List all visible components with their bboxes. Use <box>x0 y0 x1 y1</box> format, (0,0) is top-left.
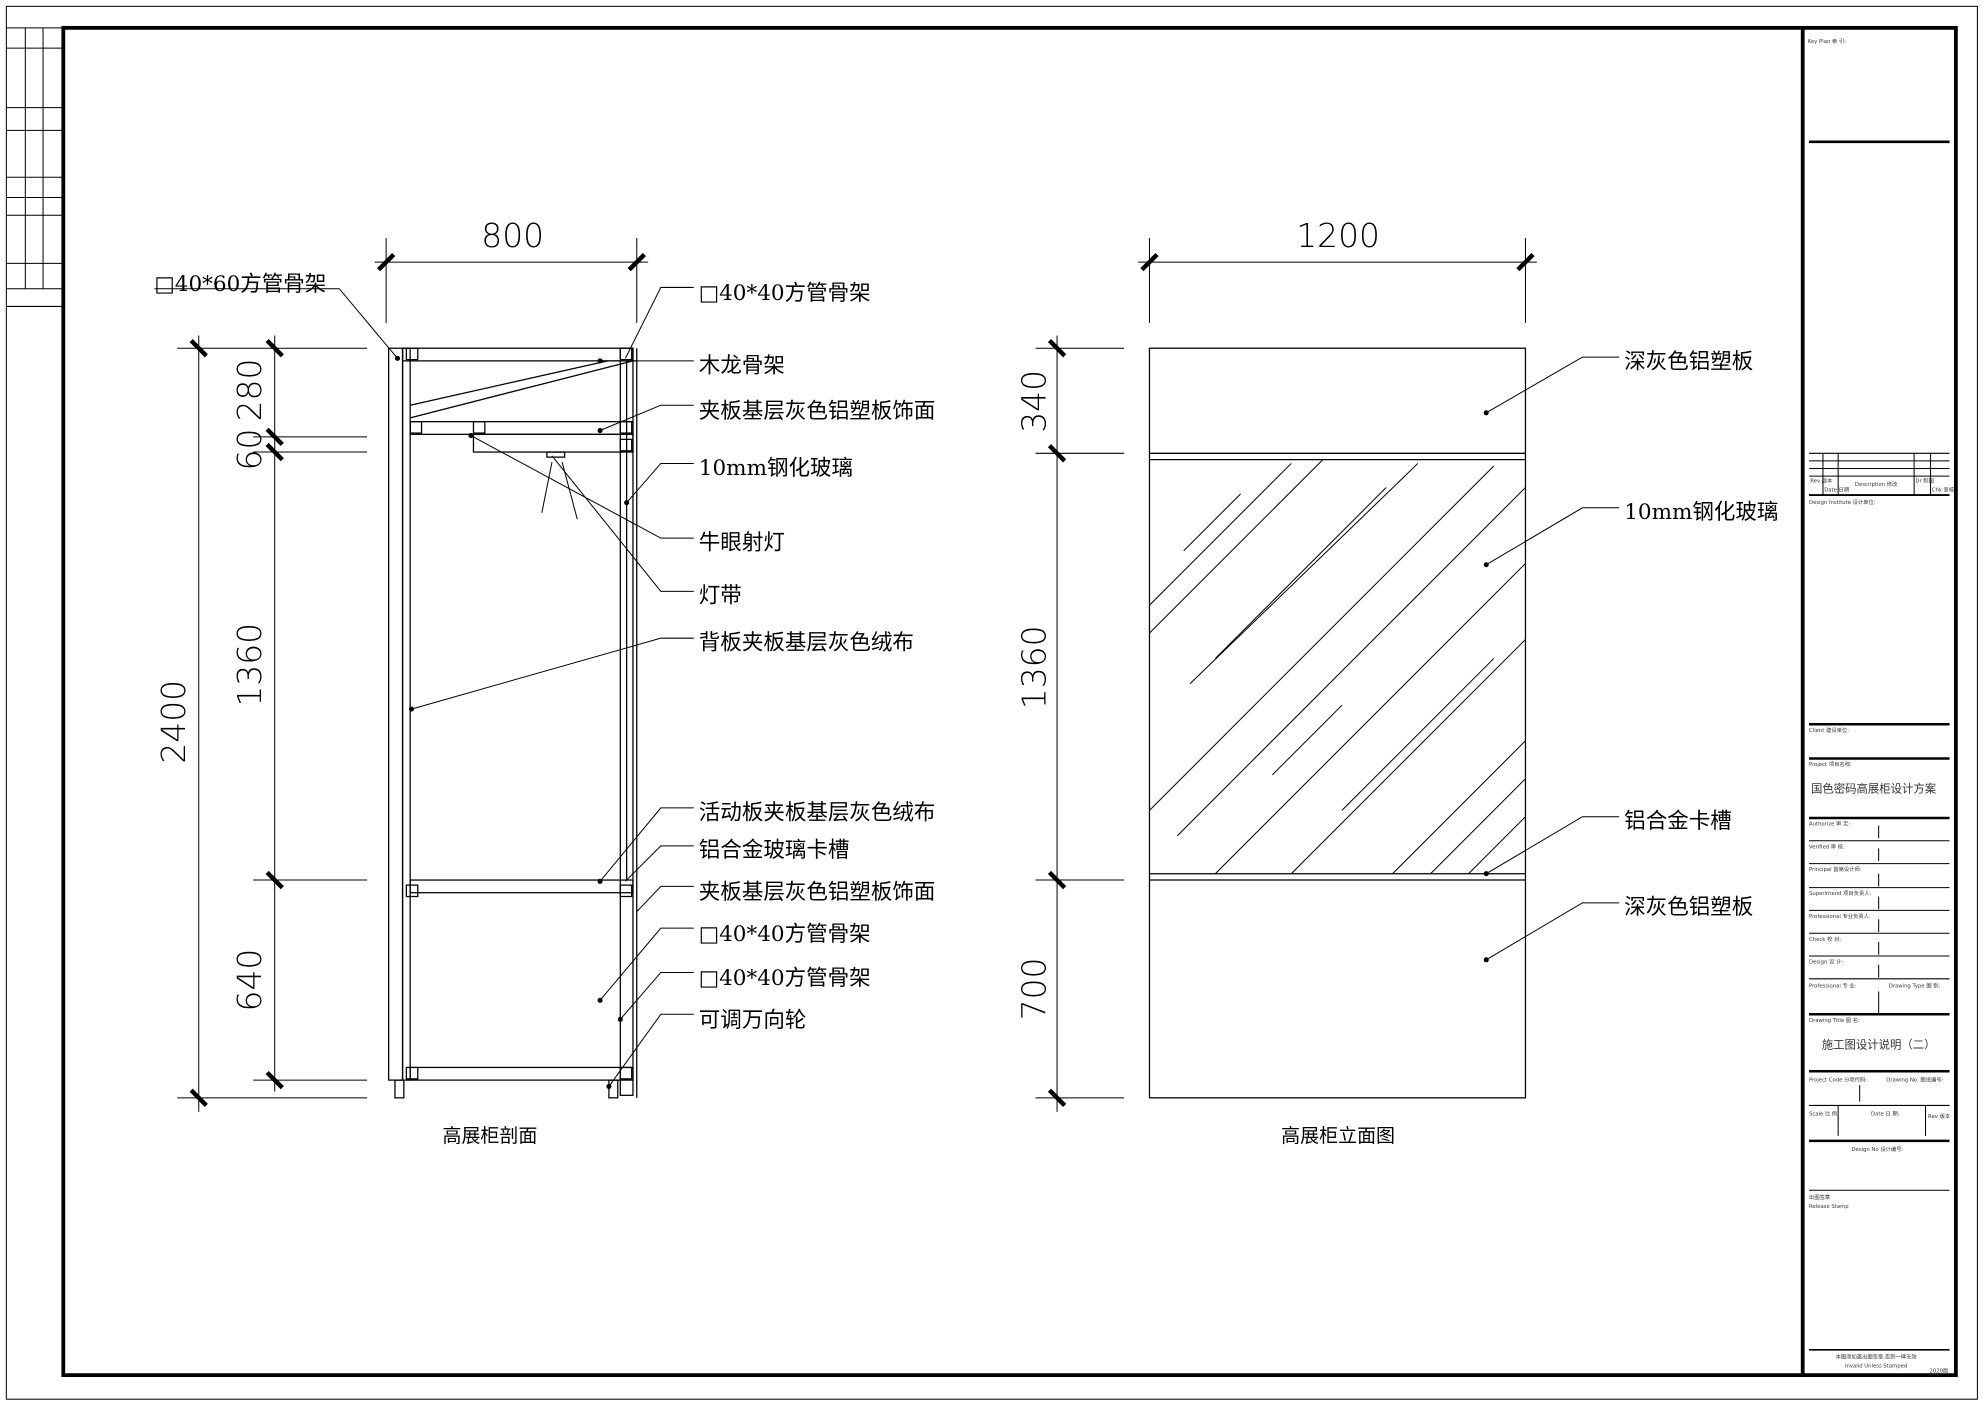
release-stamp-cn: 出图签章 <box>1809 1193 1831 1201</box>
dim-section-width: 800 <box>481 216 544 255</box>
scale-label: Scale 比 例: <box>1809 1110 1839 1118</box>
elevation-caption: 高展柜立面图 <box>1281 1125 1395 1147</box>
label-frame-40x60: □40*60方管骨架 <box>154 272 326 297</box>
dim-section-total: 2400 <box>154 680 193 764</box>
title-block: Key Plan 索 引: Rev 版本 Date 日期 Description… <box>1808 37 1955 1375</box>
dim-section-1360: 1360 <box>230 623 269 707</box>
role-design: Design 设 计: <box>1809 958 1843 966</box>
drawing-type-label: Drawing Type 图 别: <box>1889 982 1941 990</box>
invalid-unless-stamped-cn: 本图须加盖出图签章,否则一律无效 <box>1836 1353 1918 1361</box>
role-check: Check 校 对: <box>1809 935 1841 943</box>
outer-border <box>5 5 1978 1400</box>
label-shelf: 活动板夹板基层灰色绒布 <box>699 800 936 825</box>
label-top-aluminum-panel: 深灰色铝塑板 <box>1624 349 1753 374</box>
dim-elevation-width: 1200 <box>1296 216 1380 255</box>
project-label: Project 项目名称: <box>1809 760 1852 768</box>
label-glass: 10mm钢化玻璃 <box>699 456 853 481</box>
glass-hatching <box>1149 459 1526 875</box>
rev-header-rev: Rev 版本 <box>1810 476 1833 484</box>
rev-header-description: Description 修改 <box>1855 480 1898 488</box>
rev-header-date: Date 日期 <box>1824 486 1849 493</box>
label-light-strip: 灯带 <box>699 584 742 609</box>
elevation-drawing: 1200 340 1360 700 <box>1015 216 1779 1147</box>
dim-elevation-700: 700 <box>1015 958 1054 1021</box>
section-drawing: 800 2400 280 60 1360 640 <box>154 216 936 1147</box>
date-label: Date 日 期: <box>1871 1111 1900 1118</box>
label-base-frame-1: □40*40方管骨架 <box>699 922 871 947</box>
key-plan-label: Key Plan 索 引: <box>1808 37 1847 45</box>
project-name: 国色密码高展柜设计方案 <box>1811 782 1937 796</box>
role-professional-lead: Professional 专业负责人: <box>1809 912 1871 920</box>
dim-section-640: 640 <box>230 949 269 1012</box>
section-caption: 高展柜剖面 <box>442 1125 537 1147</box>
label-casters: 可调万向轮 <box>699 1008 807 1033</box>
dim-section-280: 280 <box>230 359 269 422</box>
drawing-title: 施工图设计说明（二） <box>1822 1037 1936 1051</box>
role-superintend: Superintend 项目负责人: <box>1809 889 1872 897</box>
role-verified: Verified 审 核: <box>1809 842 1845 850</box>
label-top-panel: 夹板基层灰色铝塑板饰面 <box>699 399 936 424</box>
design-institute-label: Design Institute 设计单位: <box>1809 498 1876 506</box>
client-label: Client 建设单位: <box>1809 726 1849 734</box>
dim-elevation-340: 340 <box>1015 370 1054 433</box>
drawing-title-label: Drawing Title 图 名: <box>1809 1016 1860 1024</box>
label-bottom-aluminum-panel: 深灰色铝塑板 <box>1624 895 1753 920</box>
template-year: 2020版 <box>1930 1367 1949 1375</box>
left-signature-strip <box>6 27 64 307</box>
professional-label: Professional 专 业: <box>1809 982 1857 990</box>
label-aluminum-channel: 铝合金卡槽 <box>1624 809 1732 834</box>
rev-header-chk: Chk 复核 <box>1932 485 1955 493</box>
label-elevation-glass: 10mm钢化玻璃 <box>1624 500 1778 525</box>
role-authorize: Authorize 审 定: <box>1809 820 1850 828</box>
release-stamp-en: Release Stamp <box>1809 1204 1849 1210</box>
label-base-panel: 夹板基层灰色铝塑板饰面 <box>699 880 936 905</box>
design-no-label: Design No 设计编号: <box>1851 1145 1903 1153</box>
dim-elevation-1360: 1360 <box>1015 625 1054 709</box>
invalid-unless-stamped-en: Invalid Unless Stamped <box>1845 1364 1907 1370</box>
project-code-label: Project Code 分项代码: <box>1809 1075 1867 1083</box>
rev-label: Rev 版本 <box>1928 1112 1951 1120</box>
label-back-panel: 背板夹板基层灰色绒布 <box>699 631 914 656</box>
inner-frame <box>61 25 1958 1378</box>
label-base-frame-2: □40*40方管骨架 <box>699 966 871 991</box>
label-glass-channel: 铝合金玻璃卡槽 <box>699 838 850 863</box>
label-top-frame: □40*40方管骨架 <box>699 281 871 306</box>
label-spotlight: 牛眼射灯 <box>699 531 785 556</box>
label-wood-frame: 木龙骨架 <box>699 353 785 378</box>
rev-header-dr: Dr 制图 <box>1915 476 1934 484</box>
role-principal: Principal 首席设计师: <box>1809 865 1862 873</box>
dim-section-60: 60 <box>230 429 269 471</box>
drawing-no-label: Drawing No. 图纸编号: <box>1886 1075 1943 1083</box>
